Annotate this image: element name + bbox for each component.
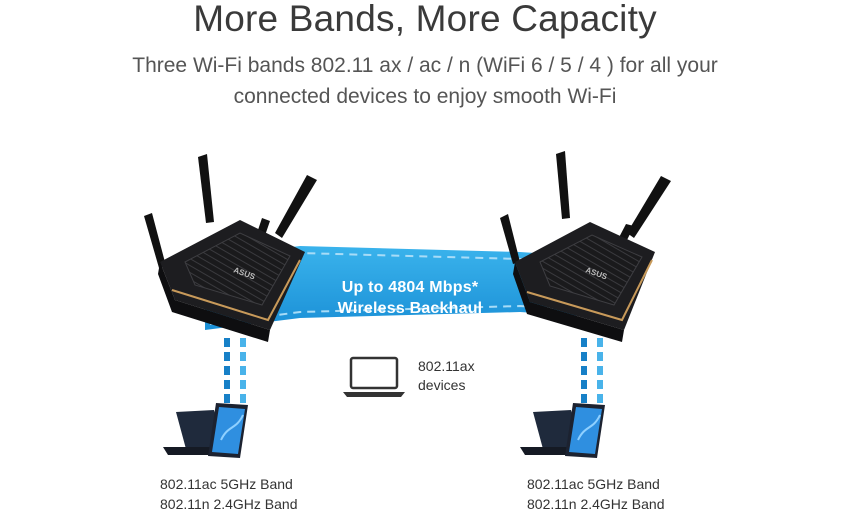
left-band-labels: 802.11ac 5GHz Band 802.11n 2.4GHz Band	[160, 474, 298, 514]
tablet-icon	[565, 403, 605, 458]
ax-devices-label: 802.11ax devices	[418, 357, 475, 395]
right-router: ASUS	[500, 151, 671, 342]
left-band-24ghz: 802.11n 2.4GHz Band	[160, 496, 298, 512]
right-band-24ghz: 802.11n 2.4GHz Band	[527, 496, 665, 512]
left-band-5ghz: 802.11ac 5GHz Band	[160, 476, 293, 492]
subtitle-line-1: Three Wi-Fi bands 802.11 ax / ac / n (Wi…	[132, 54, 718, 77]
right-client-devices	[520, 403, 605, 458]
right-band-labels: 802.11ac 5GHz Band 802.11n 2.4GHz Band	[527, 474, 665, 514]
backhaul-label: Up to 4804 Mbps* Wireless Backhaul	[300, 277, 520, 319]
backhaul-caption: Wireless Backhaul	[337, 300, 483, 317]
page-subtitle: Three Wi-Fi bands 802.11 ax / ac / n (Wi…	[0, 50, 850, 112]
backhaul-speed: Up to 4804 Mbps*	[341, 279, 479, 296]
page-title: More Bands, More Capacity	[193, 0, 657, 39]
ax-devices-line-1: 802.11ax	[418, 358, 475, 374]
ax-devices-line-2: devices	[418, 377, 466, 393]
laptop-outline-icon	[343, 356, 405, 397]
left-router: ASUS	[144, 154, 317, 342]
tablet-icon	[208, 403, 248, 458]
right-band-5ghz: 802.11ac 5GHz Band	[527, 476, 660, 492]
left-client-devices	[163, 403, 248, 458]
subtitle-line-2: connected devices to enjoy smooth Wi-Fi	[233, 85, 617, 108]
